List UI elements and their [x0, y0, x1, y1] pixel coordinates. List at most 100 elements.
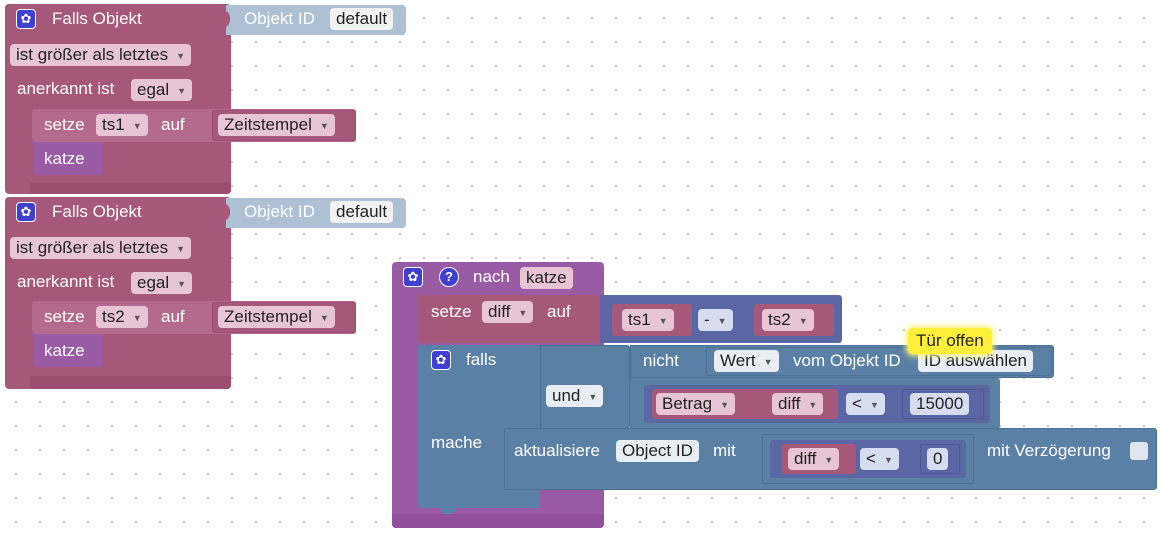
handler-bottom — [392, 514, 604, 528]
update-label: aktualisiere — [514, 441, 600, 460]
delay-label: mit Verzögerung — [987, 441, 1111, 460]
timestamp-value-1: Zeitstempel — [224, 115, 312, 134]
abs-function-value: Betrag — [662, 394, 713, 413]
set-label-2: setze — [44, 307, 85, 326]
event-block-1[interactable] — [33, 142, 103, 175]
value-dropdown[interactable]: Wert ▼ — [714, 350, 779, 372]
chevron-down-icon: ▼ — [763, 356, 773, 367]
number-field-15000[interactable]: 15000 — [910, 393, 970, 415]
trigger-1-title: Falls Objekt — [52, 9, 142, 28]
from-object-label: vom Objekt ID — [793, 351, 901, 370]
ack-value-1: egal — [137, 80, 170, 99]
to-label-1: auf — [161, 115, 185, 134]
chevron-down-icon: ▼ — [717, 315, 727, 326]
event-name-1: katze — [44, 149, 85, 168]
ack-dropdown-2[interactable]: egal ▼ — [131, 272, 193, 294]
chevron-down-icon: ▼ — [177, 278, 187, 289]
chevron-down-icon: ▼ — [588, 391, 598, 402]
diff-dropdown-2[interactable]: diff ▼ — [788, 448, 840, 470]
trigger-2-mouth — [30, 367, 231, 375]
after-label: nach — [473, 267, 510, 286]
chevron-down-icon: ▼ — [720, 399, 730, 410]
gear-icon[interactable]: ✿ — [16, 9, 36, 29]
gear-icon[interactable]: ✿ — [16, 202, 36, 222]
object-id-label-2: Objekt ID — [244, 202, 315, 221]
object-id-field-1[interactable]: default — [330, 8, 394, 30]
trigger-1-mouth — [30, 175, 231, 183]
minus-operator-value: - — [704, 310, 710, 329]
chevron-down-icon: ▼ — [808, 399, 818, 410]
abs-var-value: diff — [778, 394, 801, 413]
compare-operator-dropdown-2[interactable]: <▼ — [860, 448, 899, 470]
value-dropdown-label: Wert — [720, 351, 756, 370]
set-diff-to-label: auf — [547, 302, 571, 321]
object-id-label-1: Objekt ID — [244, 9, 315, 28]
with-label: mit — [713, 441, 736, 460]
timestamp-value-2: Zeitstempel — [224, 307, 312, 326]
chevron-down-icon: ▼ — [176, 243, 186, 254]
chevron-down-icon: ▼ — [824, 454, 834, 465]
to-label-2: auf — [161, 307, 185, 326]
number-field-0[interactable]: 0 — [927, 448, 949, 470]
trigger-2-bottom-shadow — [30, 376, 231, 389]
object-id-field-2[interactable]: default — [330, 201, 394, 223]
abs-var-dropdown[interactable]: diff ▼ — [772, 393, 824, 415]
tooltip: Tür offen — [908, 328, 992, 354]
condition-label-1: ist größer als letztes — [16, 45, 169, 64]
var-dropdown-1[interactable]: ts1 ▼ — [96, 114, 148, 136]
compare-operator-value-2: < — [866, 449, 876, 468]
chevron-down-icon: ▼ — [798, 315, 808, 326]
chevron-down-icon: ▼ — [132, 312, 142, 323]
chevron-down-icon: ▼ — [658, 315, 668, 326]
set-label-1: setze — [44, 115, 85, 134]
event-field[interactable]: katze — [520, 267, 573, 289]
gear-icon[interactable]: ✿ — [431, 350, 451, 370]
help-icon[interactable]: ? — [439, 267, 459, 287]
chevron-down-icon: ▼ — [319, 120, 329, 131]
trigger-2-inner-notch — [222, 203, 230, 221]
if-block-notch — [440, 507, 456, 515]
event-block-2[interactable] — [33, 334, 103, 367]
diff-value-2: diff — [794, 449, 817, 468]
chevron-down-icon: ▼ — [132, 120, 142, 131]
set-diff-label: setze — [431, 302, 472, 321]
event-name-2: katze — [44, 341, 85, 360]
if-block-bottom — [504, 490, 540, 508]
timestamp-dropdown-2[interactable]: Zeitstempel ▼ — [218, 306, 335, 328]
ack-label-2: anerkannt ist — [17, 272, 115, 291]
ack-value-2: egal — [137, 273, 170, 292]
and-operator-value: und — [552, 386, 581, 405]
var-value-1: ts1 — [102, 115, 125, 134]
trigger-1-bottom-shadow — [30, 183, 231, 194]
chevron-down-icon: ▼ — [518, 307, 528, 318]
minus-operator-dropdown[interactable]: -▼ — [698, 309, 733, 331]
condition-dropdown-1[interactable]: ist größer als letztes ▼ — [10, 44, 192, 66]
if-label: falls — [466, 350, 497, 369]
gear-icon[interactable]: ✿ — [403, 267, 423, 287]
chevron-down-icon: ▼ — [177, 85, 187, 96]
compare-operator-value: < — [852, 394, 862, 413]
ts1-value: ts1 — [628, 310, 651, 329]
diff-var-value: diff — [488, 302, 511, 321]
ts1-dropdown[interactable]: ts1 ▼ — [622, 309, 674, 331]
timestamp-dropdown-1[interactable]: Zeitstempel ▼ — [218, 114, 335, 136]
condition-dropdown-2[interactable]: ist größer als letztes▼ — [10, 237, 192, 259]
abs-function-dropdown[interactable]: Betrag ▼ — [656, 393, 736, 415]
trigger-2-title: Falls Objekt — [52, 202, 142, 221]
ack-dropdown-1[interactable]: egal ▼ — [131, 79, 193, 101]
not-label: nicht — [643, 351, 679, 370]
chevron-down-icon: ▼ — [319, 312, 329, 323]
trigger-1-inner-notch — [222, 10, 230, 28]
ts2-value: ts2 — [768, 310, 791, 329]
chevron-down-icon: ▼ — [176, 50, 186, 61]
object-id-field[interactable]: Object ID — [616, 440, 699, 462]
compare-operator-dropdown[interactable]: <▼ — [846, 393, 885, 415]
var-dropdown-2[interactable]: ts2▼ — [96, 306, 148, 328]
diff-var-dropdown[interactable]: diff ▼ — [482, 301, 534, 323]
delay-checkbox[interactable] — [1130, 442, 1148, 460]
and-operator-dropdown[interactable]: und ▼ — [546, 385, 604, 407]
select-id-field[interactable]: ID auswählen — [918, 350, 1034, 372]
ts2-dropdown[interactable]: ts2 ▼ — [762, 309, 814, 331]
chevron-down-icon: ▼ — [869, 399, 879, 410]
do-label: mache — [431, 433, 483, 452]
